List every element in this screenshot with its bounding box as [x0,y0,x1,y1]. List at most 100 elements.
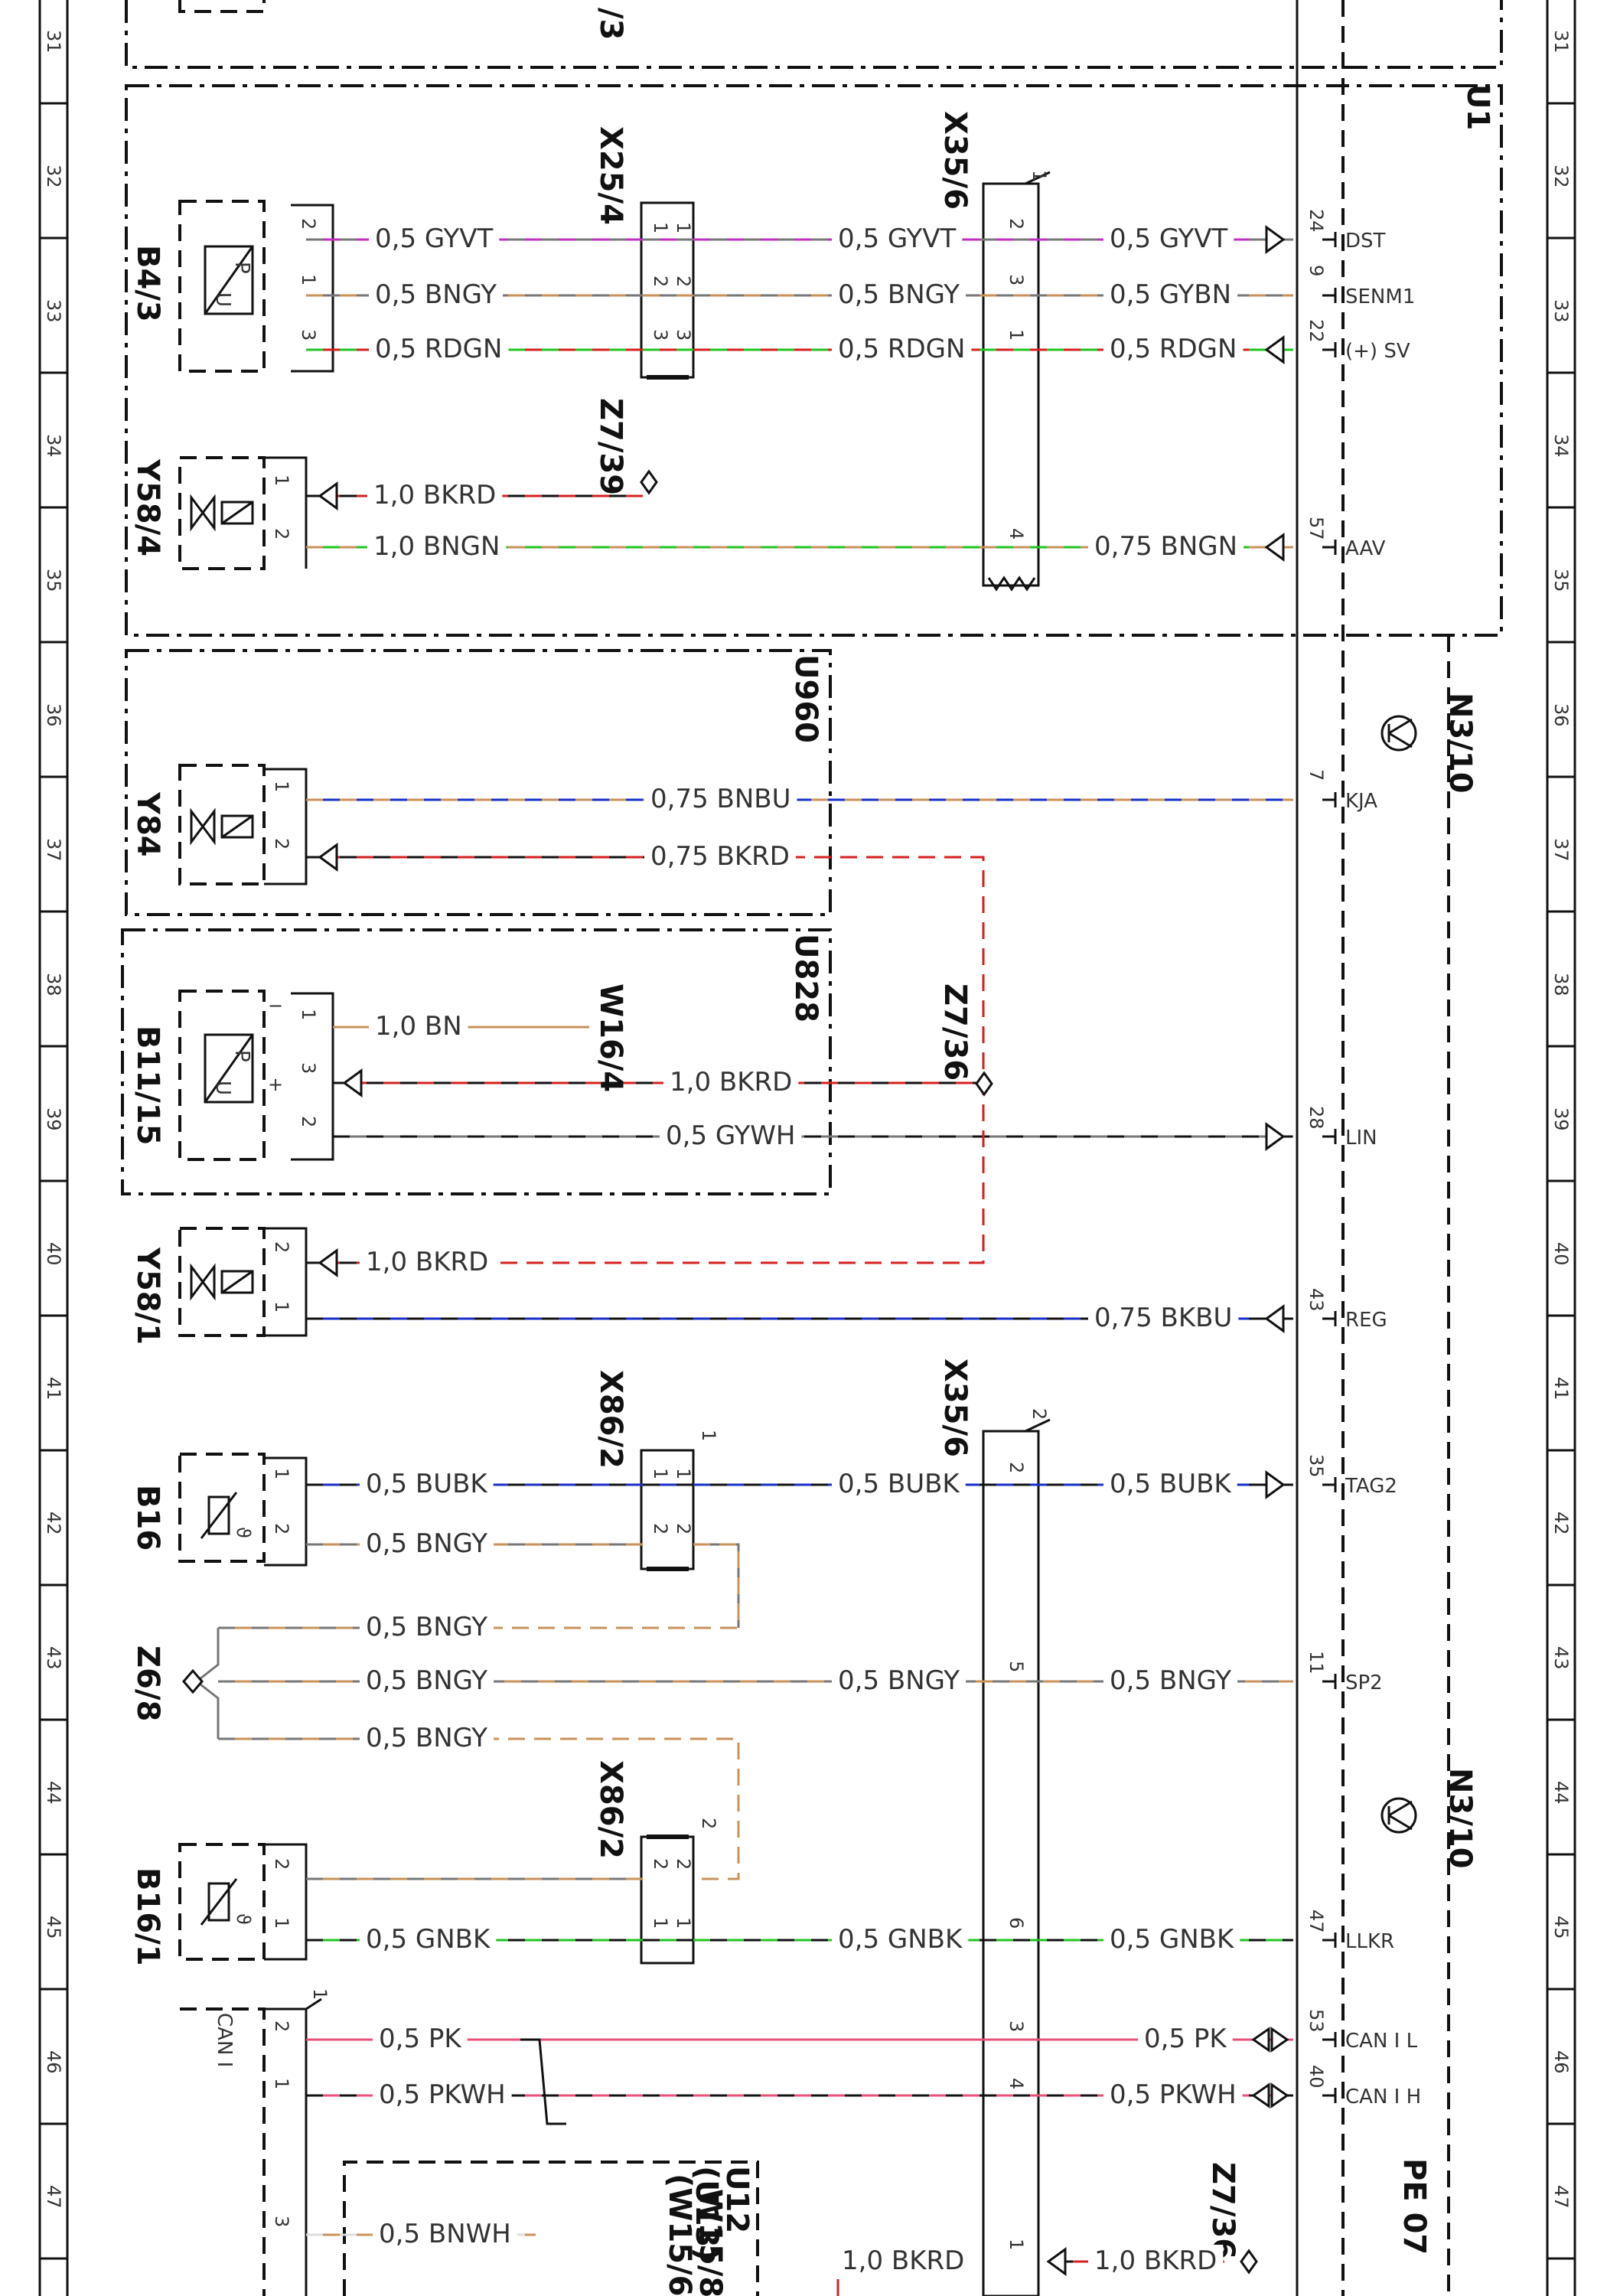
wire-label: 0,5 BNGY [366,1612,487,1642]
b4-3-pressure-sensor [204,245,254,315]
wire-label-bg [1103,279,1238,311]
wire-bngy-x86-bot-link [482,1737,740,1880]
wire-label-bg [836,2245,971,2277]
wire-label-bg [1088,2245,1224,2277]
pin-terminal-icon [1322,232,1337,247]
arrow-icon [1264,533,1285,562]
sensor-letter-u: U [211,292,234,307]
ecu-pin-number: 40 [1305,2065,1327,2089]
wire-label-bg [663,1066,799,1098]
pin-number: 1 [271,475,292,486]
arrow-icon [318,843,338,872]
wire-label-bg [832,333,972,365]
wire-label: 1,0 BNGN [373,531,500,562]
wire-label-bg [644,840,796,872]
pin-number: 3 [1006,274,1027,285]
row-ruler-left [38,0,69,2296]
wire-label: 1,0 BKRD [1094,2245,1217,2276]
arrow-icon [1046,2247,1067,2276]
ecu-signal-lin: LIN [1345,1127,1377,1150]
pin-number: 1 [1006,329,1027,341]
ecu-signal-llkr: LLKR [1345,1930,1394,1953]
wire-label: 0,5 GNBK [366,1924,491,1955]
wire-label: 0,5 GYWH [666,1120,796,1151]
pin-terminal-icon [1322,1129,1337,1144]
wire-label: 0,5 RDGN [838,334,965,364]
component-label-z6-8: Z6/8 [130,1645,165,1721]
row-number: 35 [43,569,64,592]
wire-label: 0,5 BNGY [1110,1665,1231,1696]
row-number: 41 [1550,1377,1572,1401]
pin-number: 2 [650,1523,671,1534]
wire-label-bg [832,1468,966,1500]
wire-label: 0,5 GYVT [375,223,494,254]
wire-label-bg [369,1010,468,1042]
pin-number: 2 [673,276,694,287]
wire-label-bg [660,1120,802,1152]
pin-number: 2 [650,276,671,287]
y58-4-pin-block [264,456,308,569]
wire-label-bg [360,1665,494,1697]
wire-label: 1,0 BN [375,1011,462,1042]
component-label-x25-4: X25/4 [593,126,628,225]
sensor-letter-p: P [230,262,253,274]
pin-number: 1 [698,1430,719,1441]
arrow-icon [1251,2027,1289,2053]
pin-terminal-icon [1322,1477,1337,1492]
wire-label-bg [832,279,966,311]
row-number: 36 [1550,703,1572,727]
component-label-x35-6-top: X35/6 [937,111,973,210]
row-number: 44 [43,1781,64,1805]
wire-label: 1,0 BKRD [373,480,496,510]
sensor-letter-p: P [230,1050,253,1062]
wire-label: 0,5 RDGN [375,334,502,364]
wire-label: 1,0 BKRD [842,2245,964,2276]
ecu-pin-number: 47 [1305,1910,1327,1933]
pin-number: 1 [271,2078,292,2089]
pin-number: 2 [673,1523,694,1534]
pin-terminal-icon [1322,2032,1337,2047]
arrow-icon [1265,225,1286,254]
wire-label-bg [360,1468,494,1500]
row-number: 34 [1550,434,1572,458]
row-number: 34 [43,434,64,458]
wire-label: 0,5 BNGY [838,279,960,310]
wire-label: 0,5 BUBK [1110,1469,1232,1499]
component-label-b4-3: B4/3 [130,245,165,322]
solenoid-valve-icon [190,1263,254,1301]
x35-6-bottom-connector [982,1430,1040,2296]
row-number: 37 [43,838,64,862]
wire-label-bg [1103,2079,1243,2111]
ecu-signal-sv: (+) SV [1345,340,1410,363]
ecu-signal-kja: KJA [1345,790,1377,813]
ecu-signal-tag2: TAG2 [1345,1475,1397,1498]
pin-number: 1 [271,1917,292,1929]
row-number: 38 [43,973,64,996]
ecu-pin-number: 43 [1305,1288,1327,1312]
ruler-ticks [40,102,1575,2260]
pin-number: 6 [1006,1917,1027,1929]
sensor-letter-u: U [211,1081,234,1095]
component-label-x86-2-top: X86/2 [593,1370,628,1469]
row-number: 44 [1550,1781,1572,1805]
transistor-icon [1380,715,1417,752]
row-number: 40 [43,1242,64,1266]
x35-6-break-symbol [987,576,1036,592]
pin-number: 1 [271,781,292,792]
row-number: 47 [1550,2185,1572,2209]
arrow-icon [318,481,338,510]
ecu-pin-number: 22 [1305,319,1327,343]
b16-1-pin-block [264,1843,308,1961]
ecu-pin-number: 28 [1305,1106,1327,1130]
temperature-sensor-icon [200,1492,238,1539]
temperature-sensor-icon [200,1878,238,1926]
pin-number: 2 [1028,1408,1050,1420]
pin-number: 1 [298,274,319,285]
wire-label-bg [1103,1923,1240,1955]
row-number: 45 [1550,1916,1572,1939]
wire-label: 0,5 BNGY [375,279,497,310]
row-number: 37 [1550,838,1572,862]
frame-b16 [178,1453,266,1563]
component-label-b16-1: B16/1 [130,1867,165,1966]
frame-label-can-i: CAN I [213,2013,236,2067]
